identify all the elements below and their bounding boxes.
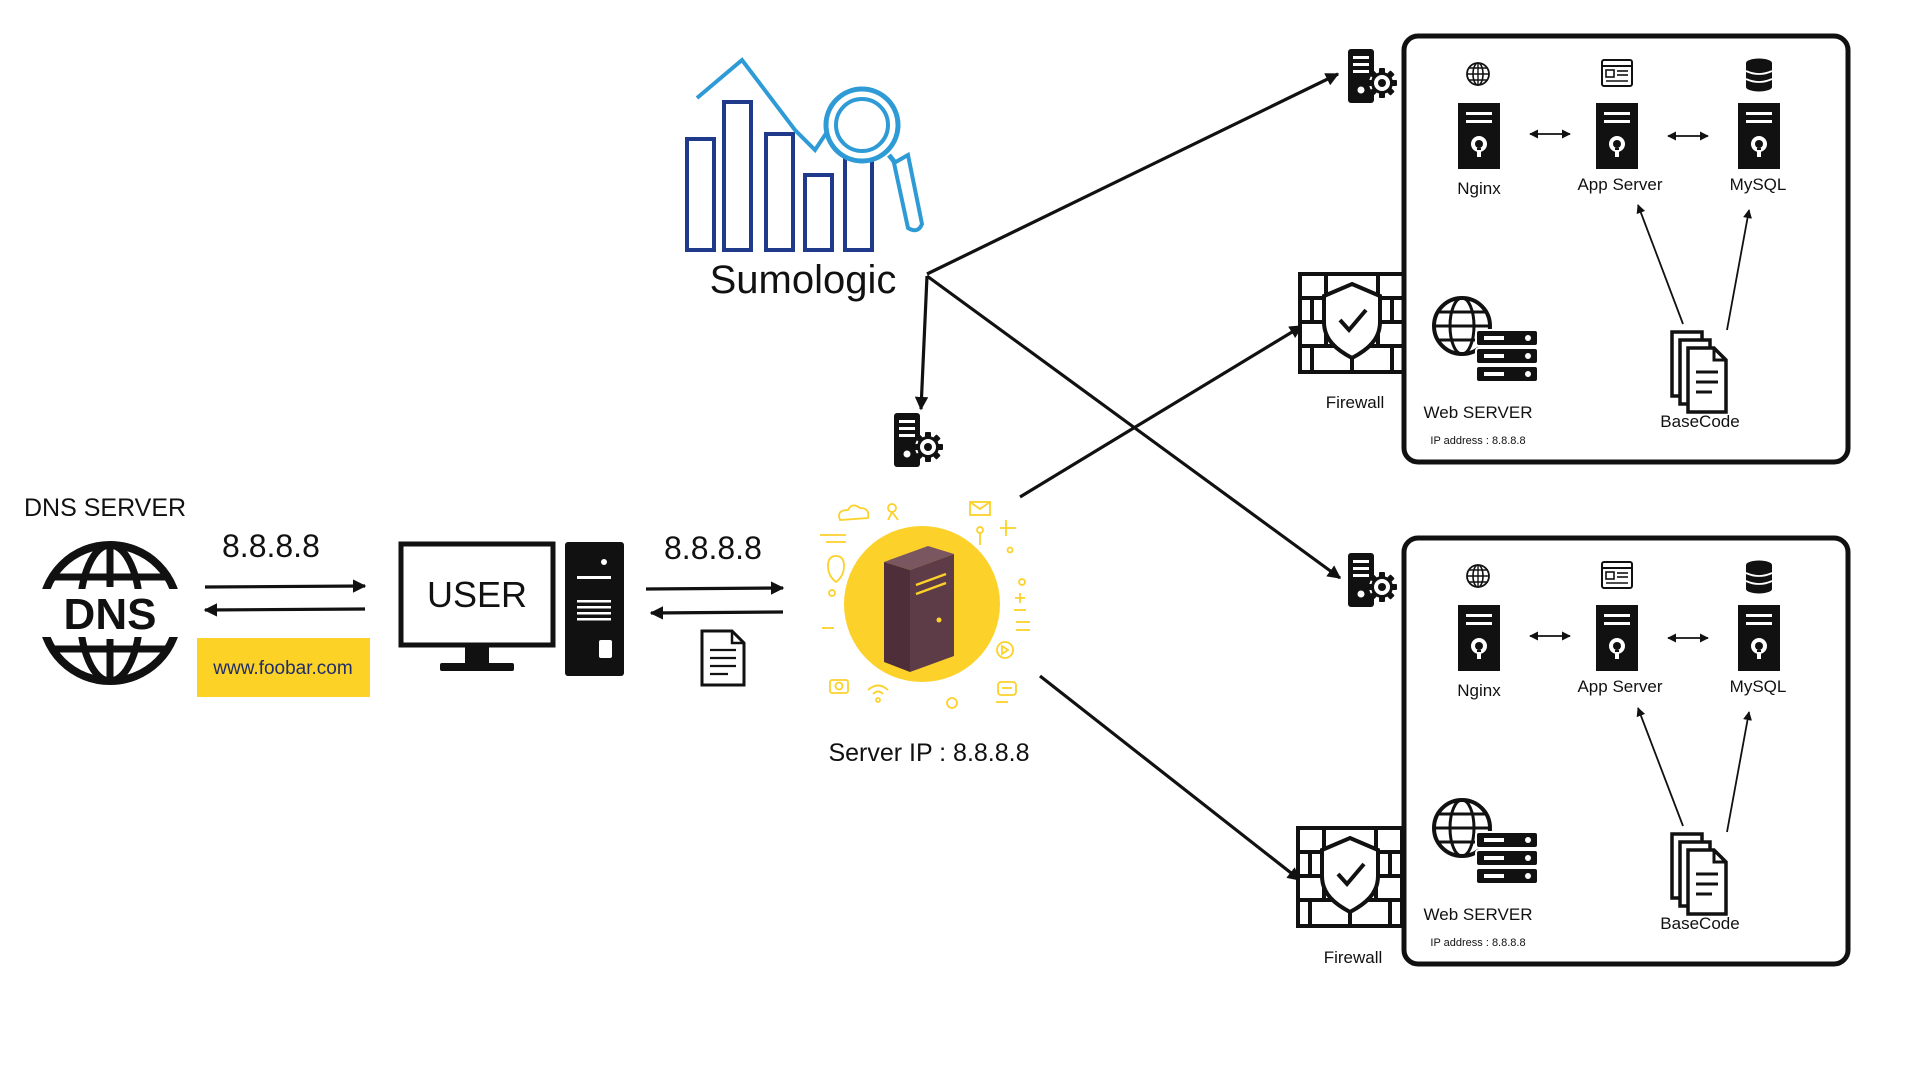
firewall-icon xyxy=(1298,272,1406,374)
server-caption: Server IP : 8.8.8.8 xyxy=(828,739,1029,767)
user-label: USER xyxy=(427,574,527,615)
link-basecode-mysql xyxy=(1726,209,1752,331)
mysql-label: MySQL xyxy=(1730,175,1787,194)
domain-badge xyxy=(197,638,370,697)
nginx-server-icon xyxy=(1458,605,1500,671)
basecode-label: BaseCode xyxy=(1660,914,1739,933)
web-server-icon xyxy=(1432,798,1540,886)
dns-server-title: DNS SERVER xyxy=(24,494,186,522)
dns-icon-text: DNS xyxy=(64,590,157,639)
arrow-user-to-server xyxy=(645,581,785,595)
firewall-label: Firewall xyxy=(1324,948,1383,967)
arrow-server-to-user xyxy=(649,606,784,620)
web-server-label: Web SERVER xyxy=(1424,905,1533,924)
basecode-label: BaseCode xyxy=(1660,412,1739,431)
arrow-server-to-firewall-1 xyxy=(1019,324,1304,499)
cluster-box xyxy=(1401,535,1851,967)
document-icon xyxy=(700,629,746,687)
mysql-server-icon xyxy=(1738,103,1780,169)
mysql-label: MySQL xyxy=(1730,677,1787,696)
app-window-icon xyxy=(1601,561,1633,589)
nginx-label: Nginx xyxy=(1457,681,1501,700)
database-icon xyxy=(1745,559,1773,595)
app-server-icon xyxy=(1596,605,1638,671)
basecode-files-icon xyxy=(1670,832,1728,916)
desktop-computer-icon xyxy=(398,541,624,676)
app-server-label: App Server xyxy=(1577,175,1662,194)
arrow-user-to-dns xyxy=(203,603,366,617)
app-server-icon xyxy=(1596,103,1638,169)
dns-globe-icon: DNS xyxy=(36,541,184,685)
link-basecode-mysql xyxy=(1726,711,1752,833)
database-icon xyxy=(1745,57,1773,93)
cluster-box xyxy=(1401,33,1851,465)
sumologic-label: Sumologic xyxy=(710,258,897,302)
arrow-sumologic-to-server-monitor xyxy=(914,275,929,411)
arrow-dns-to-user xyxy=(204,579,367,593)
firewall-label: Firewall xyxy=(1326,393,1385,412)
cluster-2: Firewall Nginx App Server MySQL Web SERV… xyxy=(1296,535,1851,967)
web-server-ip: IP address : 8.8.8.8 xyxy=(1430,435,1525,447)
analytics-chart-icon xyxy=(685,57,925,252)
globe-icon xyxy=(1466,62,1490,86)
nginx-label: Nginx xyxy=(1457,179,1501,198)
user-exchange-ip: 8.8.8.8 xyxy=(664,530,762,566)
web-server-ip: IP address : 8.8.8.8 xyxy=(1430,937,1525,949)
server-decoration xyxy=(820,501,1030,709)
app-server-label: App Server xyxy=(1577,677,1662,696)
web-server-label: Web SERVER xyxy=(1424,403,1533,422)
firewall-icon xyxy=(1296,826,1404,928)
globe-icon xyxy=(1466,564,1490,588)
dns-exchange-ip: 8.8.8.8 xyxy=(222,528,320,564)
app-window-icon xyxy=(1601,59,1633,87)
server-gear-icon xyxy=(1348,49,1397,103)
server-gear-icon xyxy=(1348,553,1397,607)
server-tower-icon xyxy=(884,546,954,672)
link-basecode-app xyxy=(1636,204,1684,325)
domain-text: www.foobar.com xyxy=(212,658,352,679)
arrow-sumologic-to-monitor-1 xyxy=(926,72,1340,276)
mysql-server-icon xyxy=(1738,605,1780,671)
nginx-server-icon xyxy=(1458,103,1500,169)
server-gear-icon xyxy=(894,413,943,467)
link-basecode-app xyxy=(1636,707,1684,827)
basecode-files-icon xyxy=(1670,330,1728,414)
web-server-icon xyxy=(1432,296,1540,384)
arrow-server-to-firewall-2 xyxy=(1039,674,1302,882)
cluster-1: Firewall Nginx App Server MySQL Web SERV… xyxy=(1298,33,1851,465)
